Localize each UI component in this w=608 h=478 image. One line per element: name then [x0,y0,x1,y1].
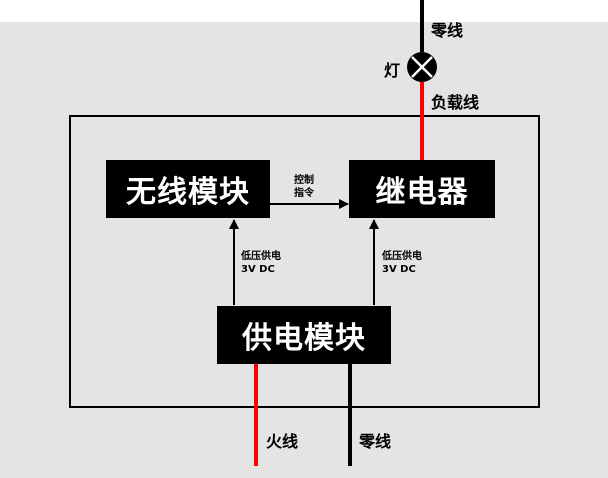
low-voltage-right-line1: 低压供电 [382,251,422,262]
wireless-module-block: 无线模块 [106,160,270,218]
low-voltage-left-line2: 3V DC [241,264,275,275]
control-label-line2: 指令 [294,188,314,199]
control-label-line1: 控制 [294,175,314,186]
lamp-label: 灯 [384,61,401,80]
live-wire-label: 火线 [266,432,299,451]
lamp-icon [407,52,437,82]
power-module-block: 供电模块 [217,306,391,364]
neutral-label-top: 零线 [431,21,464,40]
diagram-background [0,22,608,478]
device-enclosure [69,115,540,408]
low-voltage-right-line2: 3V DC [382,264,416,275]
load-line-label: 负载线 [431,93,480,112]
relay-block: 继电器 [349,160,495,218]
neutral-label-bottom: 零线 [359,432,392,451]
low-voltage-left-line1: 低压供电 [241,251,281,262]
